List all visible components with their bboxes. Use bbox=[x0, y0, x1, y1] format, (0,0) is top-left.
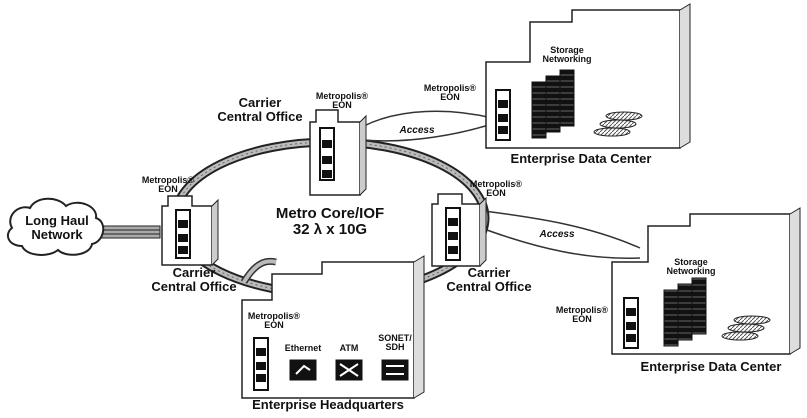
long-haul-label: Long Haul Network bbox=[18, 214, 96, 241]
data-center-top-device-label: Metropolis® EON bbox=[420, 84, 480, 103]
hq-sonet-label: SONET/ SDH bbox=[374, 334, 416, 353]
data-center-top-storage-label: Storage Networking bbox=[532, 46, 602, 65]
hq-atm-label: ATM bbox=[330, 344, 368, 353]
hq-ethernet-label: Ethernet bbox=[280, 344, 326, 353]
access-label-right: Access bbox=[532, 230, 582, 241]
hq-title: Enterprise Headquarters bbox=[238, 398, 418, 412]
office-left-label: Carrier Central Office bbox=[144, 266, 244, 293]
office-top-building bbox=[310, 110, 366, 195]
office-top-device-label: Metropolis® EON bbox=[312, 92, 372, 111]
office-left-device-label: Metropolis® EON bbox=[138, 176, 198, 195]
data-center-top-building bbox=[486, 4, 690, 148]
atm-icon bbox=[336, 360, 362, 380]
data-center-top-title: Enterprise Data Center bbox=[496, 152, 666, 166]
office-right-label: Carrier Central Office bbox=[434, 266, 544, 293]
data-center-right-storage-label: Storage Networking bbox=[656, 258, 726, 277]
office-right-device-label: Metropolis® EON bbox=[466, 180, 526, 199]
office-top-label: Carrier Central Office bbox=[210, 96, 310, 123]
long-haul-link bbox=[98, 226, 160, 238]
office-left-building bbox=[162, 196, 218, 265]
access-label-top: Access bbox=[392, 126, 442, 137]
office-right-building bbox=[432, 194, 486, 266]
hq-link bbox=[244, 261, 276, 282]
metro-core-label: Metro Core/IOF 32 λ x 10G bbox=[268, 206, 392, 238]
ethernet-icon bbox=[290, 360, 316, 380]
data-center-right-device-label: Metropolis® EON bbox=[552, 306, 612, 325]
hq-device-label: Metropolis® EON bbox=[244, 312, 304, 331]
data-center-right-title: Enterprise Data Center bbox=[626, 360, 796, 374]
sonet-icon bbox=[382, 360, 408, 380]
data-center-right-building bbox=[612, 208, 800, 354]
